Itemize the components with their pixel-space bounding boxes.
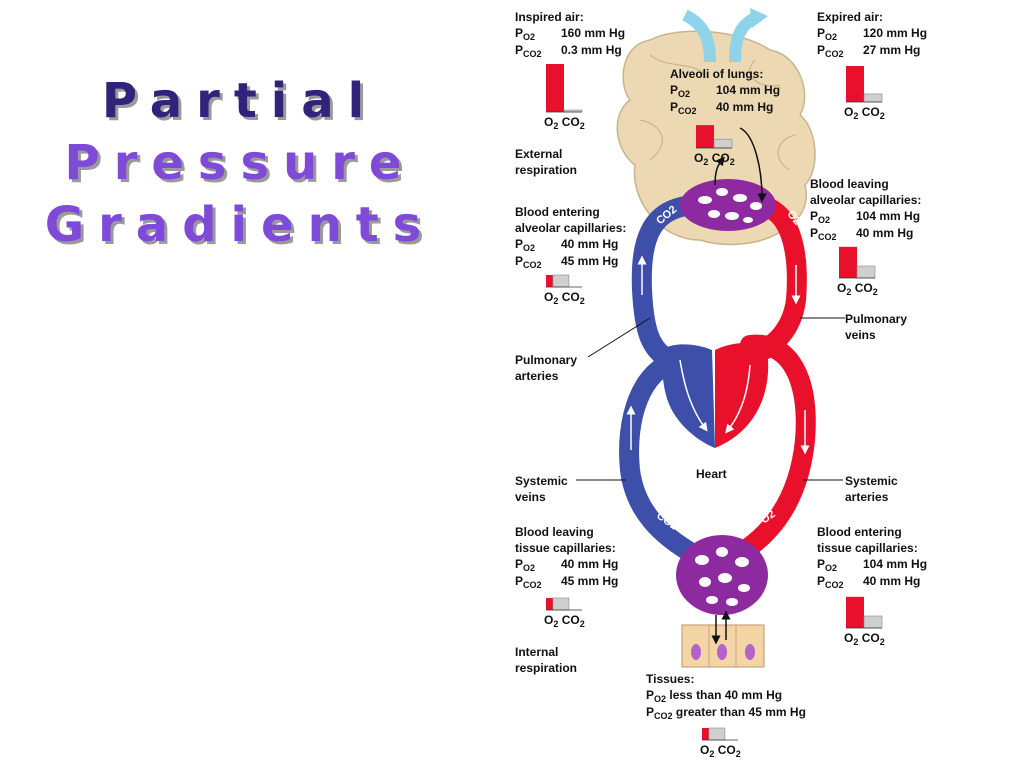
- inspired-po2: 160 mm Hg: [561, 26, 626, 40]
- systemic-veins-label: Systemic veins: [515, 474, 568, 504]
- bar-blood_leaving_alveolar-co2: [856, 265, 876, 279]
- external-respiration-label: External respiration: [515, 147, 578, 177]
- bar-expired-o2: [846, 66, 864, 102]
- pulmonary-veins-label: Pulmonary veins: [845, 312, 908, 342]
- bar-blood_leaving_alveolar-o2: [839, 246, 857, 278]
- bar-inspired-caption: O2 CO2: [544, 115, 585, 131]
- bar-alveoli-co2: [713, 138, 733, 149]
- bar-expired-caption: O2 CO2: [844, 105, 885, 121]
- slide-title: Partial Pressure Gradients: [20, 70, 460, 256]
- bar-blood_entering_tissue-caption: O2 CO2: [844, 631, 885, 647]
- bar-tissues-caption: O2 CO2: [700, 743, 741, 759]
- tissues-label: Tissues: PO2 less than 40 mm Hg PCO2 gre…: [646, 672, 806, 721]
- inspired-pco2: 0.3 mm Hg: [561, 43, 622, 57]
- alveolar-capillary-bed: [680, 179, 776, 231]
- bar-blood_entering_alveolar-co2: [552, 274, 570, 288]
- bar-blood_leaving_tissue-o2: [546, 598, 553, 610]
- bar-blood_leaving_tissue-co2: [552, 597, 570, 611]
- heart-label: Heart: [696, 467, 727, 481]
- systemic-arteries-label: Systemic arteries: [845, 474, 898, 504]
- title-line-1: Partial: [101, 73, 379, 129]
- pulmonary-arteries-label: Pulmonary arteries: [515, 353, 578, 383]
- alveoli-po2: 104 mm Hg: [716, 83, 781, 97]
- inspired-air-arrow: [682, 9, 716, 63]
- partial-pressure-bar-charts: O2 CO2 O2 CO2 O2 CO2 O2 CO2 O2 CO2 O2 CO2 O2 C…: [544, 64, 885, 759]
- title-line-2: Pressure: [64, 135, 416, 191]
- bar-blood_entering_alveolar-caption: O2 CO2: [544, 290, 585, 306]
- expired-po2: 120 mm Hg: [863, 26, 928, 40]
- bar-blood_entering_tissue-co2: [863, 615, 883, 629]
- bar-expired-co2: [863, 93, 883, 103]
- bar-alveoli-o2: [696, 125, 714, 148]
- alveoli-heading: Alveoli of lungs:: [670, 67, 764, 81]
- systemic-vein-vessel: [619, 350, 705, 565]
- alveoli-pco2: 40 mm Hg: [716, 100, 774, 114]
- bar-tissues-co2: [708, 727, 726, 741]
- inspired-air-heading: Inspired air:: [515, 10, 584, 24]
- title-line-3: Gradients: [44, 197, 436, 253]
- blood-entering-alveolar-label: Blood entering alveolar capillaries: PO2…: [515, 205, 627, 270]
- bar-blood_leaving_alveolar-caption: O2 CO2: [837, 281, 878, 297]
- bar-inspired-o2: [546, 64, 564, 112]
- bar-blood_leaving_tissue-caption: O2 CO2: [544, 613, 585, 629]
- internal-respiration-label: Internal respiration: [515, 645, 578, 675]
- bar-blood_entering_tissue-o2: [846, 596, 864, 628]
- bar-blood_entering_alveolar-o2: [546, 275, 553, 287]
- bar-alveoli-caption: O2 CO2: [694, 151, 735, 167]
- bar-tissues-o2: [702, 728, 709, 740]
- expired-air-heading: Expired air:: [817, 10, 884, 24]
- heart-left-side: [715, 343, 769, 448]
- expired-pco2: 27 mm Hg: [863, 43, 921, 57]
